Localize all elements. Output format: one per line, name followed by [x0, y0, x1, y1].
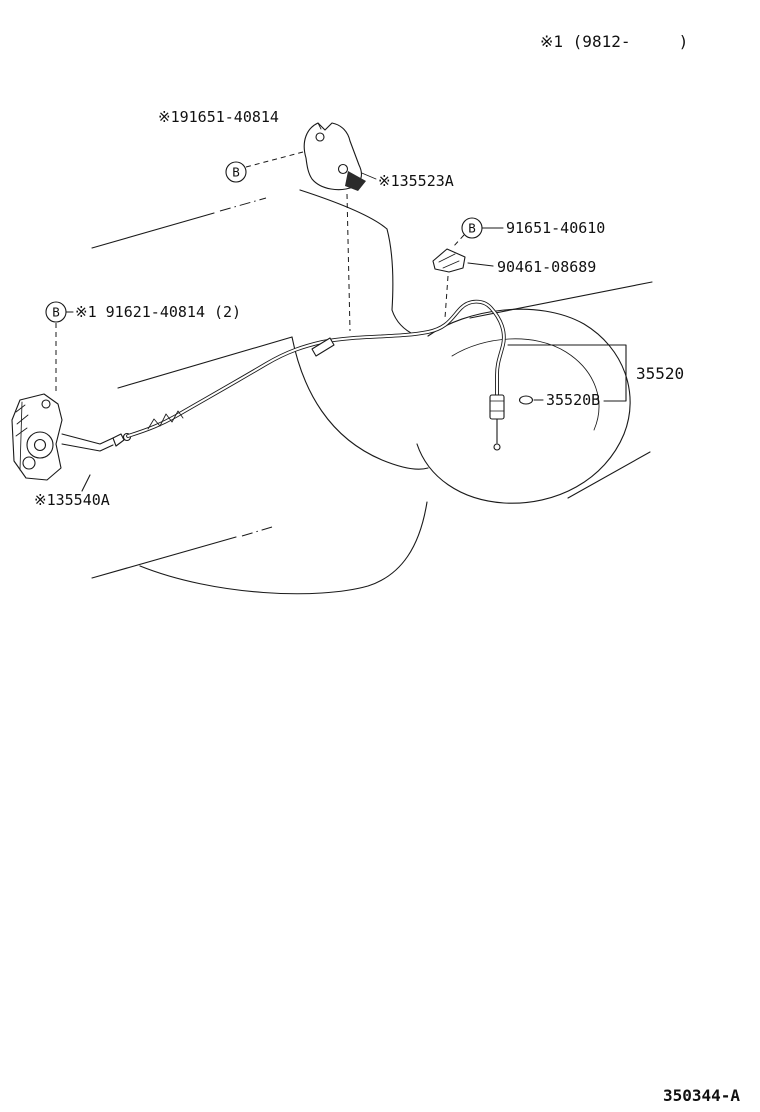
hatch-line — [15, 427, 28, 437]
lever-arm — [61, 443, 114, 452]
lever-pivot-inner — [33, 438, 47, 452]
bracket-shaded-face — [345, 171, 366, 191]
clamp-detail — [438, 253, 456, 263]
hatch-line — [15, 404, 26, 413]
bracket-tab — [317, 122, 322, 130]
lever-plate-outline — [11, 393, 63, 481]
label-bolt-91621-40814: ※1 91621-40814 (2) — [75, 303, 241, 321]
callout-b-right: B — [461, 217, 483, 239]
leader-solid — [467, 262, 494, 267]
body-line — [567, 451, 651, 499]
body-line — [91, 212, 215, 249]
bellhousing-outline — [416, 308, 631, 504]
figure-code: 350344-A — [663, 1086, 740, 1105]
body-line — [386, 228, 394, 311]
body-line — [91, 536, 237, 579]
hatch-line — [16, 414, 29, 425]
part-cable-35520 — [126, 299, 506, 451]
leader-dashed — [452, 234, 465, 248]
part-bracket-35523a — [303, 122, 366, 191]
label-bracket-35523a: ※135523A — [378, 172, 454, 190]
cable-end-tip — [493, 443, 501, 451]
clip-oval — [518, 395, 534, 405]
vehicle-body-outline — [91, 189, 653, 595]
label-clamp-90461-08689: 90461-08689 — [497, 258, 596, 276]
body-line — [391, 309, 416, 336]
label-bolt-91651-40814: ※191651-40814 — [158, 108, 279, 126]
callout-b-top: B — [225, 161, 247, 183]
lever-hole — [41, 399, 51, 409]
cable-inner — [127, 300, 505, 437]
label-lever-35540a: ※135540A — [34, 491, 110, 509]
callout-circle — [461, 217, 483, 239]
label-bolt-91651-40610: 91651-40610 — [506, 219, 605, 237]
clamp-detail — [442, 260, 460, 269]
leader-dashed — [444, 275, 449, 319]
leader-dashed — [245, 151, 304, 168]
body-centerline — [241, 526, 273, 537]
callout-letter: B — [468, 221, 476, 236]
lever-arm-tip — [112, 433, 125, 447]
cable-end-fitting — [489, 394, 505, 420]
label-clip-35520b: 35520B — [546, 391, 600, 409]
part-clamp-90461 — [432, 248, 466, 273]
leader-lines — [55, 151, 627, 492]
body-line — [139, 501, 428, 595]
callout-circle — [45, 301, 67, 323]
lever-boss — [22, 456, 36, 470]
body-centerline — [219, 197, 267, 212]
callout-b-left: B — [45, 301, 67, 323]
callout-circle — [225, 161, 247, 183]
lever-plate-edge — [19, 401, 23, 471]
body-line — [291, 336, 429, 470]
part-lever-35540a — [11, 393, 132, 481]
callout-letter: B — [232, 165, 240, 180]
bellhousing-inner-arc — [451, 338, 600, 431]
cable-end-fitting-detail — [489, 400, 505, 412]
cable-ferrule — [311, 337, 335, 357]
lever-arm — [61, 433, 114, 445]
body-line — [117, 336, 293, 389]
labels: ※1 (9812- ) ※191651-40814 ※135523A 91651… — [34, 32, 740, 1105]
leader-solid — [81, 474, 91, 492]
part-clip-35520b — [518, 395, 534, 405]
label-cable-35520: 35520 — [636, 364, 684, 383]
body-line — [299, 189, 388, 230]
clamp-outline — [432, 248, 466, 273]
cable-spring-section — [147, 410, 184, 430]
callout-letter: B — [52, 305, 60, 320]
callout-bracket-35520 — [507, 344, 627, 402]
bracket-hole — [315, 132, 325, 142]
leader-dashed — [346, 193, 351, 332]
bracket-hole — [337, 163, 349, 175]
note-applicability: ※1 (9812- ) — [540, 32, 688, 51]
body-line — [469, 281, 653, 319]
